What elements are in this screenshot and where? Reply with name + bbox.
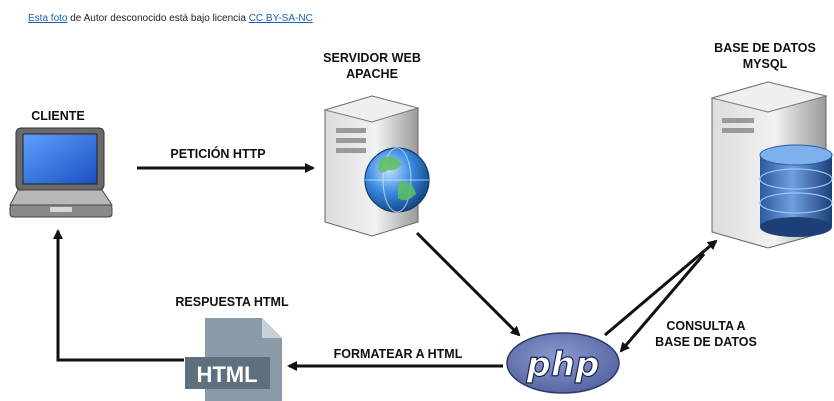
db-to-php-arrow [619, 253, 706, 353]
client-laptop-icon [9, 127, 113, 218]
database-cylinder-icon [759, 144, 833, 237]
php-to-db-arrow [604, 239, 718, 337]
web-server-label-line1: SERVIDOR WEB [323, 51, 421, 65]
php-logo-text: php [526, 345, 600, 385]
credit-text: de Autor desconocido está bajo licencia [67, 13, 249, 24]
html-icon-text: HTML [196, 362, 257, 387]
database-label-line1: BASE DE DATOS [714, 41, 816, 55]
html-response-label: RESPUESTA HTML [175, 295, 289, 309]
image-credit: Esta foto de Autor desconocido está bajo… [28, 13, 313, 24]
server-to-php-arrow [415, 231, 521, 337]
db-query-label-line2: BASE DE DATOS [655, 335, 757, 349]
license-link[interactable]: CC BY-SA-NC [248, 13, 313, 24]
web-server-label-line2: APACHE [346, 67, 398, 81]
photo-link[interactable]: Esta foto [28, 13, 68, 24]
globe-icon [364, 147, 430, 213]
client-label: CLIENTE [31, 109, 84, 123]
database-label-line2: MYSQL [743, 57, 788, 71]
http-request-label: PETICIÓN HTTP [170, 146, 265, 161]
db-query-label-line1: CONSULTA A [666, 319, 745, 333]
html-file-icon: HTML [185, 318, 282, 401]
response-to-client-arrow [53, 229, 184, 362]
php-logo: php [506, 332, 620, 394]
format-html-label: FORMATEAR A HTML [334, 347, 463, 361]
